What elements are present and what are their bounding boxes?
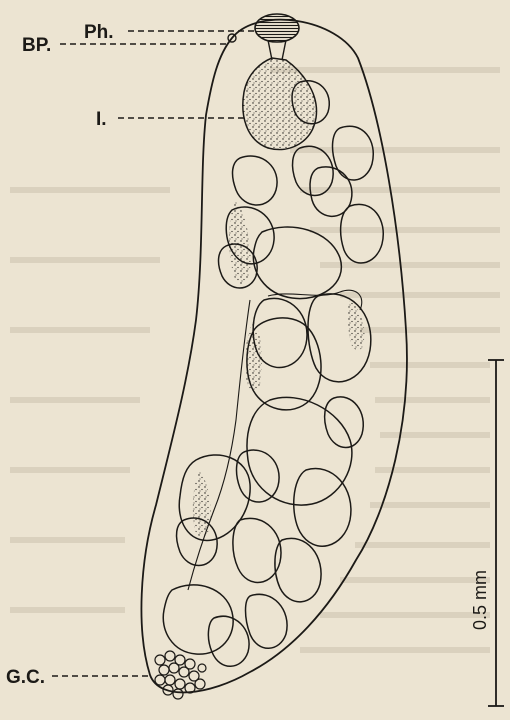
pharynx <box>255 14 299 60</box>
label-ph: Ph. <box>84 22 114 43</box>
scale-bar <box>488 360 504 706</box>
label-gc: G.C. <box>6 667 45 688</box>
label-bp: BP. <box>22 35 51 56</box>
excretory-duct <box>188 290 362 590</box>
leader-lines <box>52 31 255 676</box>
scale-bar-label: 0.5 mm <box>470 570 490 630</box>
label-i: I. <box>96 109 107 130</box>
